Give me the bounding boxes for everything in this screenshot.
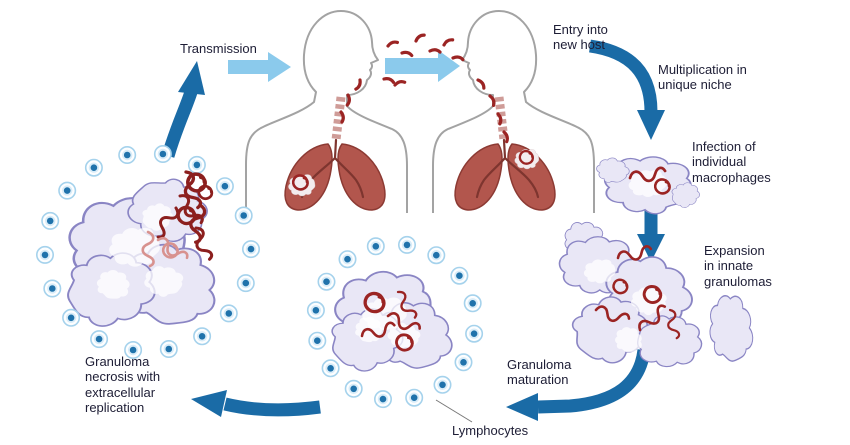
lymphocyte-cell bbox=[465, 324, 484, 343]
lymphocyte-cell bbox=[338, 250, 357, 269]
necrotic-granuloma bbox=[36, 145, 260, 359]
lymphocyte-cell bbox=[344, 379, 363, 398]
lymphocytes-pointer-line bbox=[435, 399, 473, 423]
lymphocyte-cell bbox=[405, 388, 424, 407]
label-expansion-granulomas: Expansion in innate granulomas bbox=[704, 243, 772, 289]
lymphocyte-cell bbox=[36, 245, 54, 264]
lymphocyte-cell bbox=[454, 353, 473, 372]
label-infection-macrophages: Infection of individual macrophages bbox=[692, 139, 771, 185]
lymphocyte-cell bbox=[90, 330, 109, 349]
label-multiplication-niche: Multiplication in unique niche bbox=[658, 62, 747, 93]
label-granuloma-maturation: Granuloma maturation bbox=[507, 357, 572, 388]
exhale-arrow bbox=[385, 50, 460, 82]
lymphocyte-cell bbox=[321, 359, 340, 378]
label-lymphocytes: Lymphocytes bbox=[452, 423, 529, 438]
lymphocyte-cell bbox=[84, 158, 103, 177]
lymphocyte-cell bbox=[159, 340, 178, 358]
cycle-arrows bbox=[161, 39, 665, 421]
lymphocyte-cell bbox=[62, 308, 81, 327]
lymphocyte-cell bbox=[193, 327, 212, 346]
arrow-necrosis-to-transmission bbox=[161, 61, 205, 158]
arrow-entry-to-macrophage bbox=[588, 39, 665, 140]
lymphocyte-cell bbox=[234, 206, 253, 225]
lymphocyte-cell bbox=[374, 390, 392, 409]
macrophage-cell bbox=[590, 145, 705, 225]
lymphocyte-cell bbox=[306, 301, 325, 320]
lymphocyte-cell bbox=[450, 266, 469, 285]
lymphocyte-cell bbox=[463, 294, 482, 313]
lymphocyte-cell bbox=[43, 279, 62, 298]
transmission-arrow bbox=[228, 52, 291, 82]
lymphocyte-ring-left bbox=[36, 145, 260, 359]
lymphocyte-cell bbox=[219, 304, 238, 323]
person-left bbox=[246, 11, 407, 213]
lymphocyte-cell bbox=[187, 155, 206, 174]
arrow-maturation-to-necrosis bbox=[191, 390, 321, 417]
lymphocyte-cell bbox=[398, 235, 416, 254]
label-transmission: Transmission bbox=[180, 41, 257, 56]
lymphocyte-cell bbox=[308, 331, 327, 350]
label-entry-new-host: Entry into new host bbox=[553, 22, 608, 53]
lymphocyte-cell bbox=[236, 274, 255, 293]
lymphocyte-cell bbox=[41, 211, 60, 230]
lymphocyte-cell bbox=[427, 246, 446, 265]
lymphocyte-cell bbox=[366, 237, 385, 256]
lymphocyte-cell bbox=[124, 341, 143, 359]
lymphocyte-cell bbox=[153, 145, 172, 163]
lymphocyte-cell bbox=[118, 146, 137, 164]
label-granuloma-necrosis: Granuloma necrosis with extracellular re… bbox=[85, 354, 161, 415]
lymphocyte-cell bbox=[242, 240, 260, 259]
lymphocyte-cell bbox=[215, 177, 234, 196]
mature-granuloma bbox=[306, 235, 484, 409]
lymphocyte-cell bbox=[433, 375, 452, 394]
lymphocyte-cell bbox=[317, 272, 336, 291]
lymphocyte-ring-central bbox=[306, 235, 484, 409]
arrow-expansion-to-maturation bbox=[506, 348, 651, 421]
lymphocyte-cell bbox=[58, 181, 77, 200]
